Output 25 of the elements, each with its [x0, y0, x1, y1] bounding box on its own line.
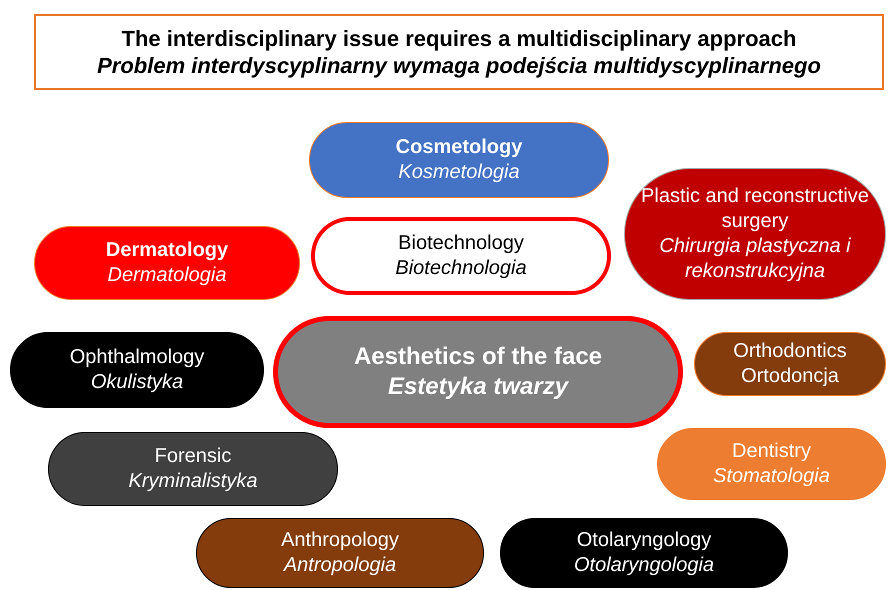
english-label: Biotechnology [398, 231, 524, 256]
english-label: Dermatology [106, 238, 228, 263]
english-label: Plastic and reconstructive surgery [640, 184, 870, 234]
english-label: Ophthalmology [70, 345, 204, 370]
english-label: Anthropology [281, 528, 399, 553]
polish-label: Problem interdyscyplinarny wymaga podejścia multidyscyplinarnego [97, 52, 821, 80]
english-label: Cosmetology [396, 135, 522, 160]
english-label: Dentistry [732, 439, 811, 464]
polish-label: Otolaryngologia [574, 553, 714, 578]
english-label: Orthodontics [733, 339, 847, 364]
polish-label: Ortodoncja [741, 364, 839, 389]
english-label: Aesthetics of the face [354, 342, 602, 372]
english-label: Forensic [154, 444, 232, 469]
title-box [34, 14, 884, 90]
polish-label: Antropologia [284, 553, 396, 578]
polish-label: Estetyka twarzy [388, 372, 568, 402]
polish-label: Stomatologia [713, 464, 830, 489]
polish-label: Dermatologia [108, 263, 226, 288]
polish-label: Okulistyka [90, 370, 184, 395]
english-label: Otolaryngology [576, 528, 712, 553]
polish-label: Kosmetologia [398, 160, 520, 185]
polish-label: Chirurgia plastyczna i rekonstrukcyjna [658, 234, 852, 284]
english-label: The interdisciplinary issue requires a multidisciplinary approach [122, 24, 796, 52]
polish-label: Kryminalistyka [128, 469, 258, 494]
polish-label: Biotechnologia [395, 256, 527, 281]
